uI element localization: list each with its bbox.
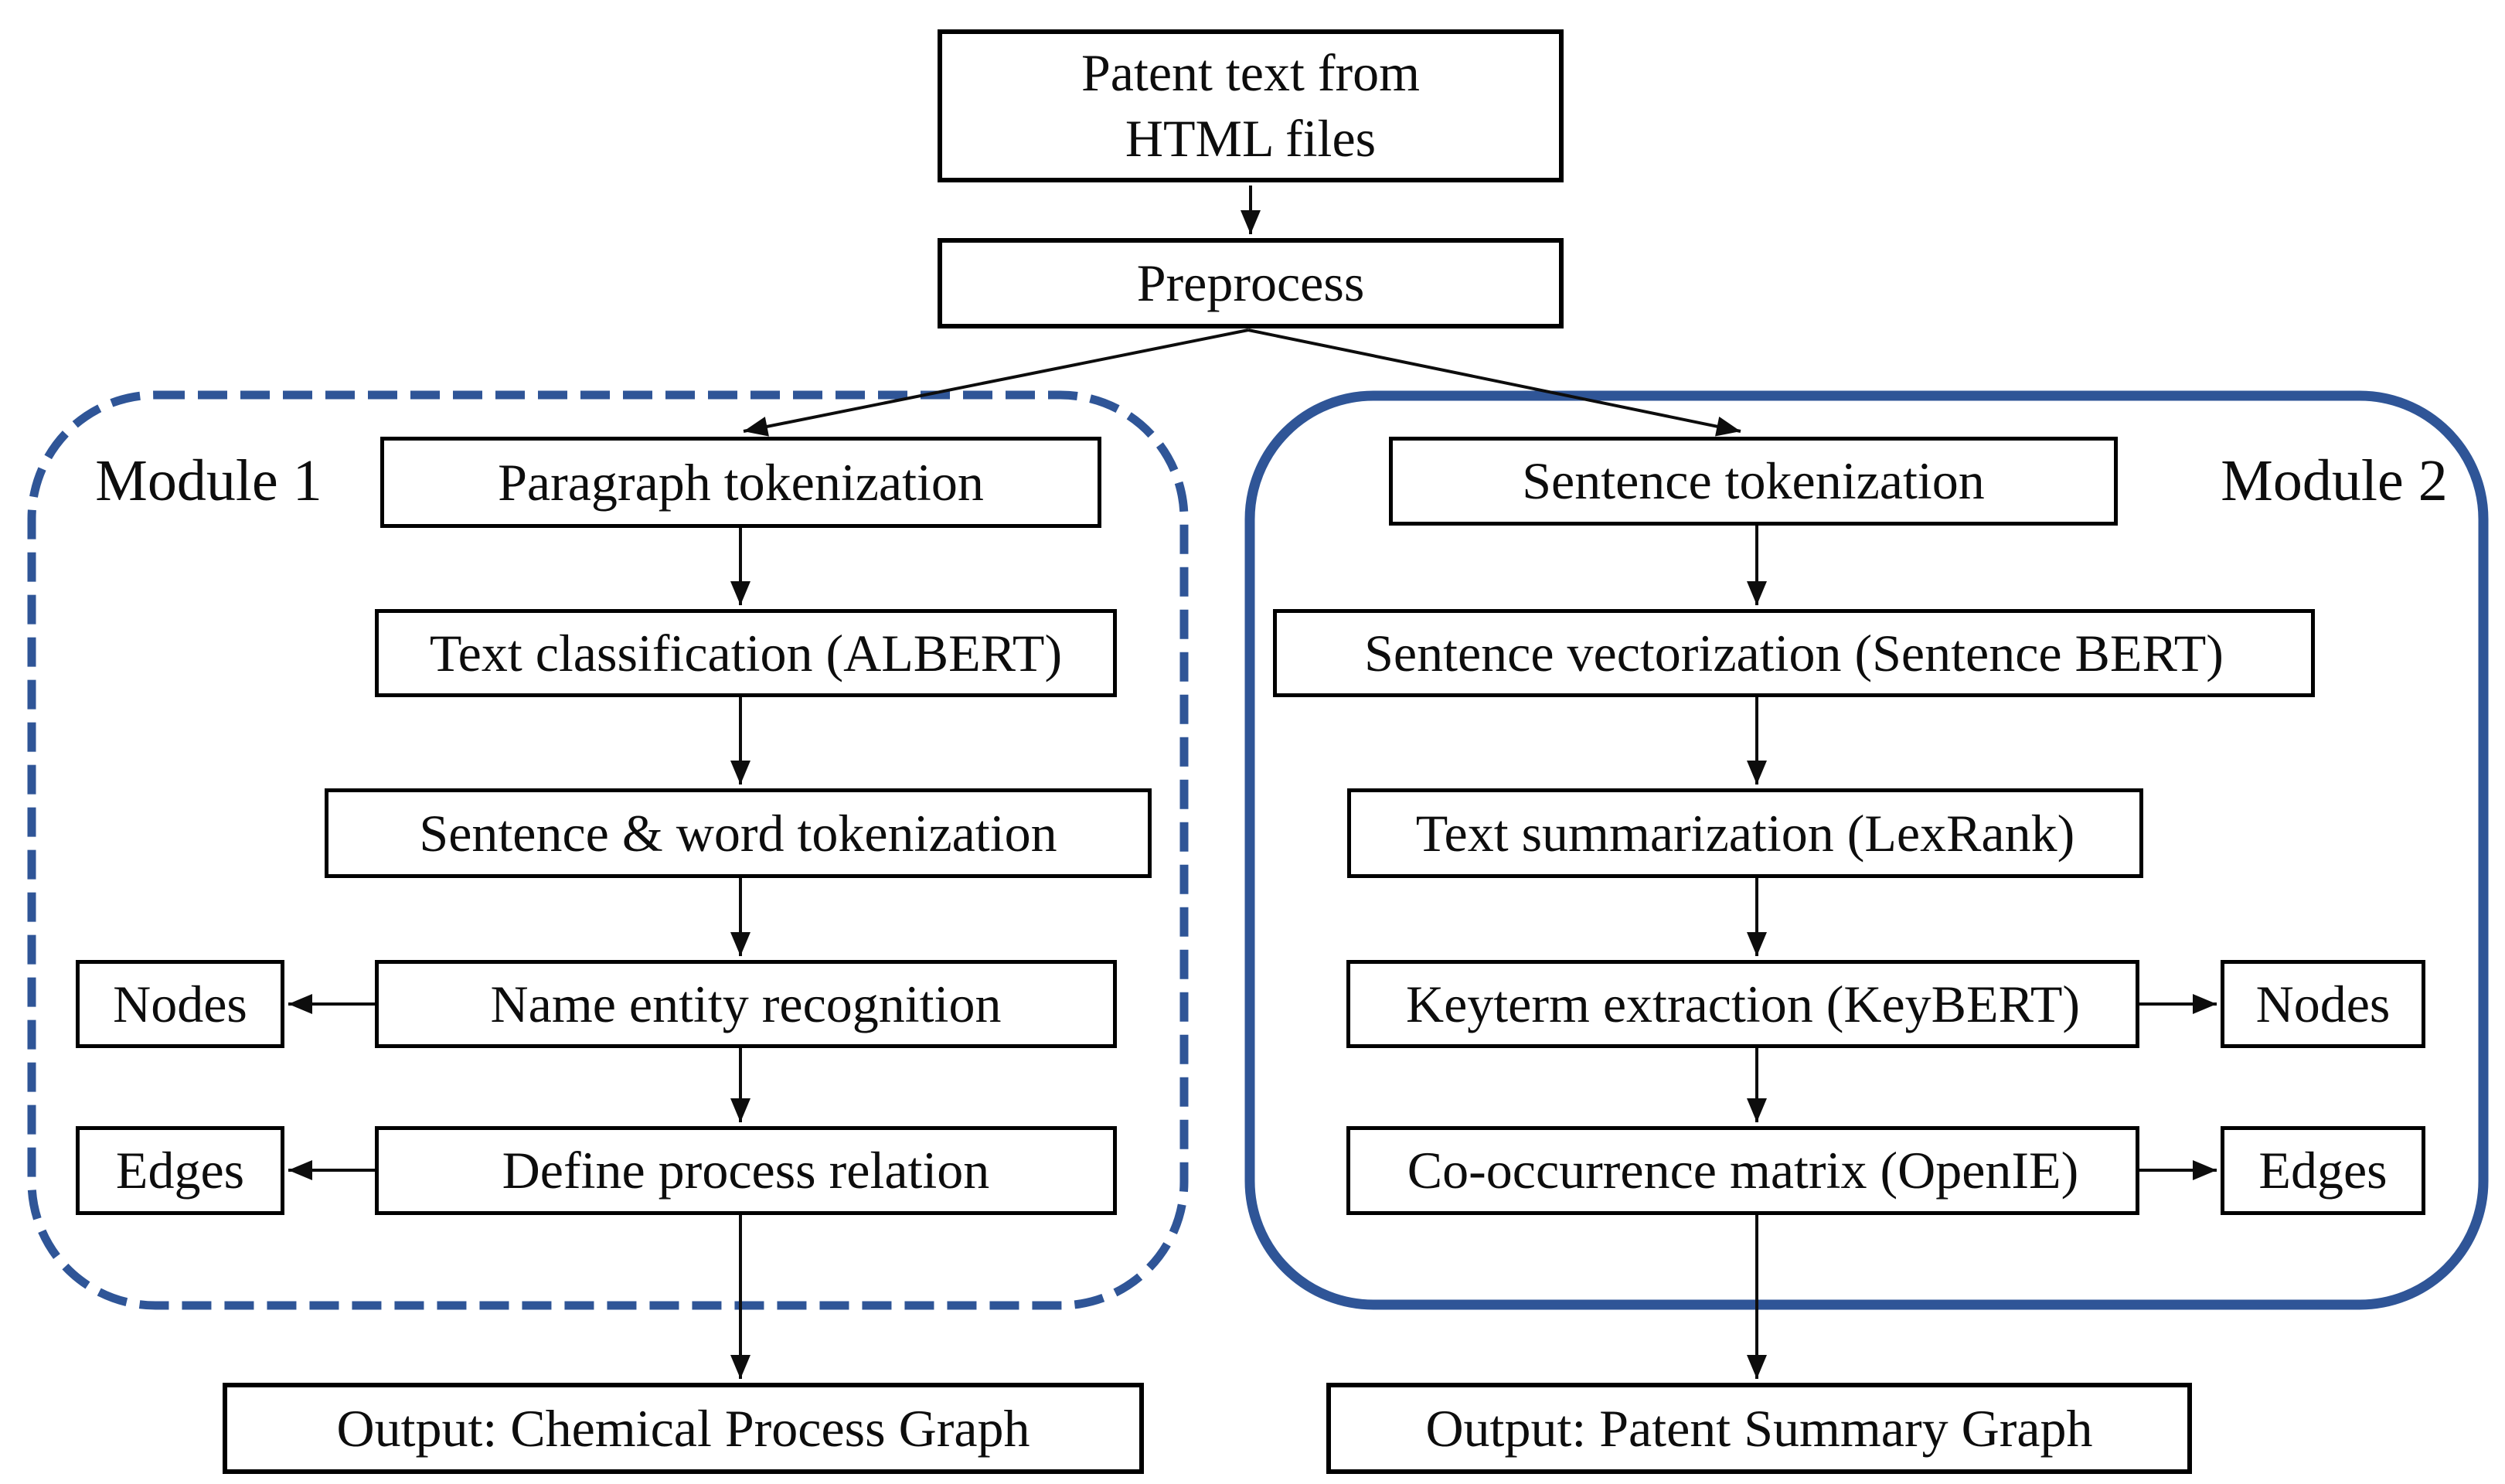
m2-step-sentence-vectorization: Sentence vectorization (Sentence BERT) [1273,609,2315,697]
module1-border [27,390,1189,1310]
module2-label: Module 2 [2221,448,2448,513]
m1-edges-box: Edges [76,1126,284,1215]
m2-step-keyterm-extraction: Keyterm extraction (KeyBERT) [1346,960,2139,1048]
m2-step-co-occurrence-matrix: Co-occurrence matrix (OpenIE) [1346,1126,2139,1215]
m2-edges-box: Edges [2221,1126,2425,1215]
module2-border [1244,390,2489,1310]
m2-step-sentence-tokenization: Sentence tokenization [1389,437,2118,526]
arrow-preprocess-to-module1 [743,328,1249,437]
patent-text-source-box: Patent text from HTML files [938,29,1564,182]
m2-nodes-box: Nodes [2221,960,2425,1048]
module1-label: Module 1 [95,448,322,513]
m2-step-text-summarization: Text summarization (LexRank) [1347,788,2143,878]
m1-step-text-classification: Text classification (ALBERT) [375,609,1117,697]
arrow-preprocess-to-module2 [1247,328,1741,437]
m1-step-sentence-word-tokenization: Sentence & word tokenization [325,788,1152,878]
m1-step-name-entity-recognition: Name entity recognition [375,960,1117,1048]
m1-step-define-process-relation: Define process relation [375,1126,1117,1215]
preprocess-box: Preprocess [938,238,1564,328]
m1-nodes-box: Nodes [76,960,284,1048]
m1-step-paragraph-tokenization: Paragraph tokenization [380,437,1101,528]
patent-text-line1: Patent text from [1081,43,1421,102]
m1-output-box: Output: Chemical Process Graph [223,1383,1144,1474]
m2-output-box: Output: Patent Summary Graph [1326,1383,2192,1474]
patent-text-line2: HTML files [1125,109,1377,168]
